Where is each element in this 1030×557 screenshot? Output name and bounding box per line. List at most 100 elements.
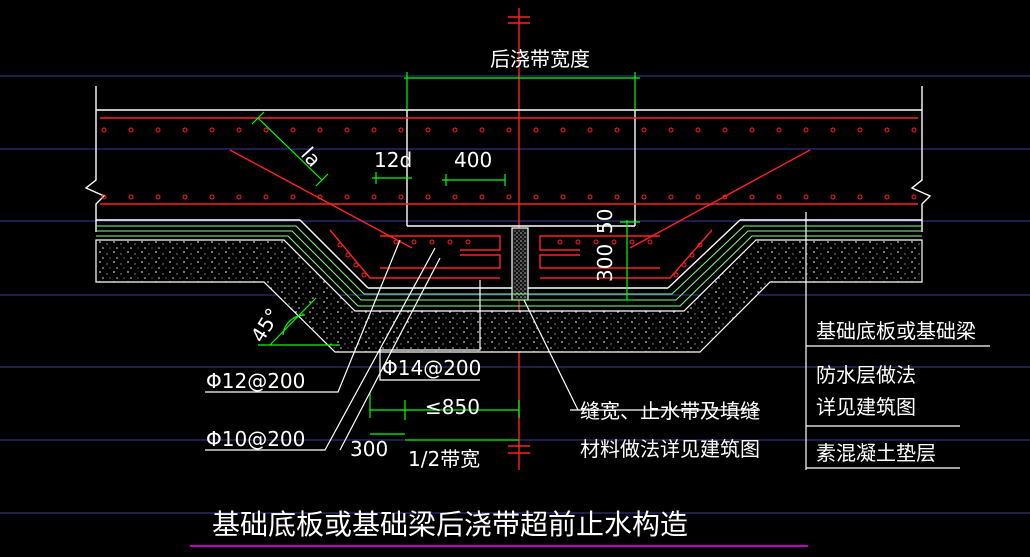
rebar-dot xyxy=(155,194,161,200)
rebar-dot xyxy=(506,127,512,133)
rebar-dot xyxy=(803,127,809,133)
rebar-dot xyxy=(263,127,269,133)
label-45-degrees: 45° xyxy=(246,304,285,347)
rebar-dot xyxy=(361,272,367,278)
label-50-vertical: 50 xyxy=(593,209,617,234)
rebar-dot xyxy=(533,194,539,200)
rebar-dot xyxy=(447,239,453,245)
rebar-dot xyxy=(697,242,703,248)
label-half-width: 1/2带宽 xyxy=(408,447,480,471)
rebar-dot xyxy=(749,194,755,200)
rebar-dot xyxy=(344,127,350,133)
label-300: 300 xyxy=(350,437,388,461)
rebar-dot xyxy=(317,194,323,200)
label-band-width: 后浇带宽度 xyxy=(490,47,590,71)
rebar-dot xyxy=(465,239,471,245)
rebar-dot xyxy=(575,239,581,245)
rebar-dot xyxy=(344,194,350,200)
rebar-dot xyxy=(155,127,161,133)
label-joint-note-1: 缝宽、止水带及填缝 xyxy=(580,399,760,423)
rebar-dot xyxy=(290,127,296,133)
rebar-dot xyxy=(884,194,890,200)
rebar-dot xyxy=(393,239,399,245)
rebar-dot xyxy=(673,272,679,278)
slab-outline xyxy=(84,86,932,289)
rebar-dot xyxy=(695,127,701,133)
rebar-dot xyxy=(452,127,458,133)
rebar-dot xyxy=(479,127,485,133)
rebar-dot xyxy=(209,194,215,200)
rebar-dot xyxy=(398,127,404,133)
rebar-dot xyxy=(689,252,695,258)
rebar-dot xyxy=(317,127,323,133)
rebar-dot xyxy=(371,127,377,133)
rebar-dot xyxy=(722,194,728,200)
label-rebar-phi10: Φ10@200 xyxy=(206,427,305,451)
rebar-dot xyxy=(506,194,512,200)
label-12d: 12d xyxy=(374,148,412,172)
rebar-dot xyxy=(290,194,296,200)
rebar-dot xyxy=(857,194,863,200)
rebar-dot xyxy=(776,127,782,133)
rebar-dot xyxy=(629,239,635,245)
rebar-dot xyxy=(128,194,134,200)
rebar-dot xyxy=(452,194,458,200)
rebar-dot xyxy=(776,194,782,200)
dimension-lines xyxy=(251,72,640,441)
rebar-dot xyxy=(911,127,917,133)
rebar-dot xyxy=(411,239,417,245)
rebar-dot xyxy=(337,242,343,248)
rebar-dot xyxy=(101,127,107,133)
rebar-dot xyxy=(668,194,674,200)
rebar-dot xyxy=(560,127,566,133)
water-stop xyxy=(511,227,529,301)
rebar-dot xyxy=(884,127,890,133)
legend-waterproof-1: 防水层做法 xyxy=(816,363,916,387)
page-title: 基础底板或基础梁后浇带超前止水构造 xyxy=(212,508,688,541)
label-joint-note-2: 材料做法详见建筑图 xyxy=(580,437,760,461)
rebar-dot xyxy=(614,194,620,200)
rebar-dot xyxy=(533,127,539,133)
waterproof-layers xyxy=(96,225,922,307)
rebar-dot xyxy=(587,194,593,200)
rebar-dot xyxy=(857,127,863,133)
rebar-dot xyxy=(263,194,269,200)
rebar-dot xyxy=(425,194,431,200)
rebar-dot xyxy=(101,194,107,200)
rebar-dot xyxy=(182,127,188,133)
leader-lines xyxy=(205,212,990,470)
rebar-dot xyxy=(593,239,599,245)
rebar-dot xyxy=(587,127,593,133)
rebar-dot xyxy=(345,252,351,258)
rebar-dot xyxy=(236,194,242,200)
rebar-dot xyxy=(668,127,674,133)
rebar-dot xyxy=(641,194,647,200)
rebar-dot xyxy=(695,194,701,200)
rebar-dot xyxy=(641,127,647,133)
rebar-dot xyxy=(830,127,836,133)
rebar-dots xyxy=(101,127,917,278)
rebar-dot xyxy=(236,127,242,133)
label-rebar-phi12: Φ12@200 xyxy=(206,369,305,393)
rebar-dot xyxy=(830,194,836,200)
legend-waterproof-2: 详见建筑图 xyxy=(816,395,916,419)
label-rebar-phi14: Φ14@200 xyxy=(382,356,481,380)
rebar-dot xyxy=(803,194,809,200)
rebar-dot xyxy=(128,127,134,133)
concrete-cushion xyxy=(95,239,923,353)
rebar-dot xyxy=(681,262,687,268)
rebar-dot xyxy=(429,239,435,245)
label-la: la xyxy=(296,142,326,171)
rebar-dot xyxy=(353,262,359,268)
label-le850: ≤850 xyxy=(425,395,480,419)
rebar-dot xyxy=(425,127,431,133)
label-300-vertical: 300 xyxy=(593,244,617,282)
rebar-dot xyxy=(557,239,563,245)
rebar-dot xyxy=(614,127,620,133)
label-400: 400 xyxy=(454,148,492,172)
rebar-dot xyxy=(182,194,188,200)
rebar-dot xyxy=(911,194,917,200)
rebar-dot xyxy=(209,127,215,133)
legend-slab: 基础底板或基础梁 xyxy=(816,319,976,343)
rebar-dot xyxy=(611,239,617,245)
